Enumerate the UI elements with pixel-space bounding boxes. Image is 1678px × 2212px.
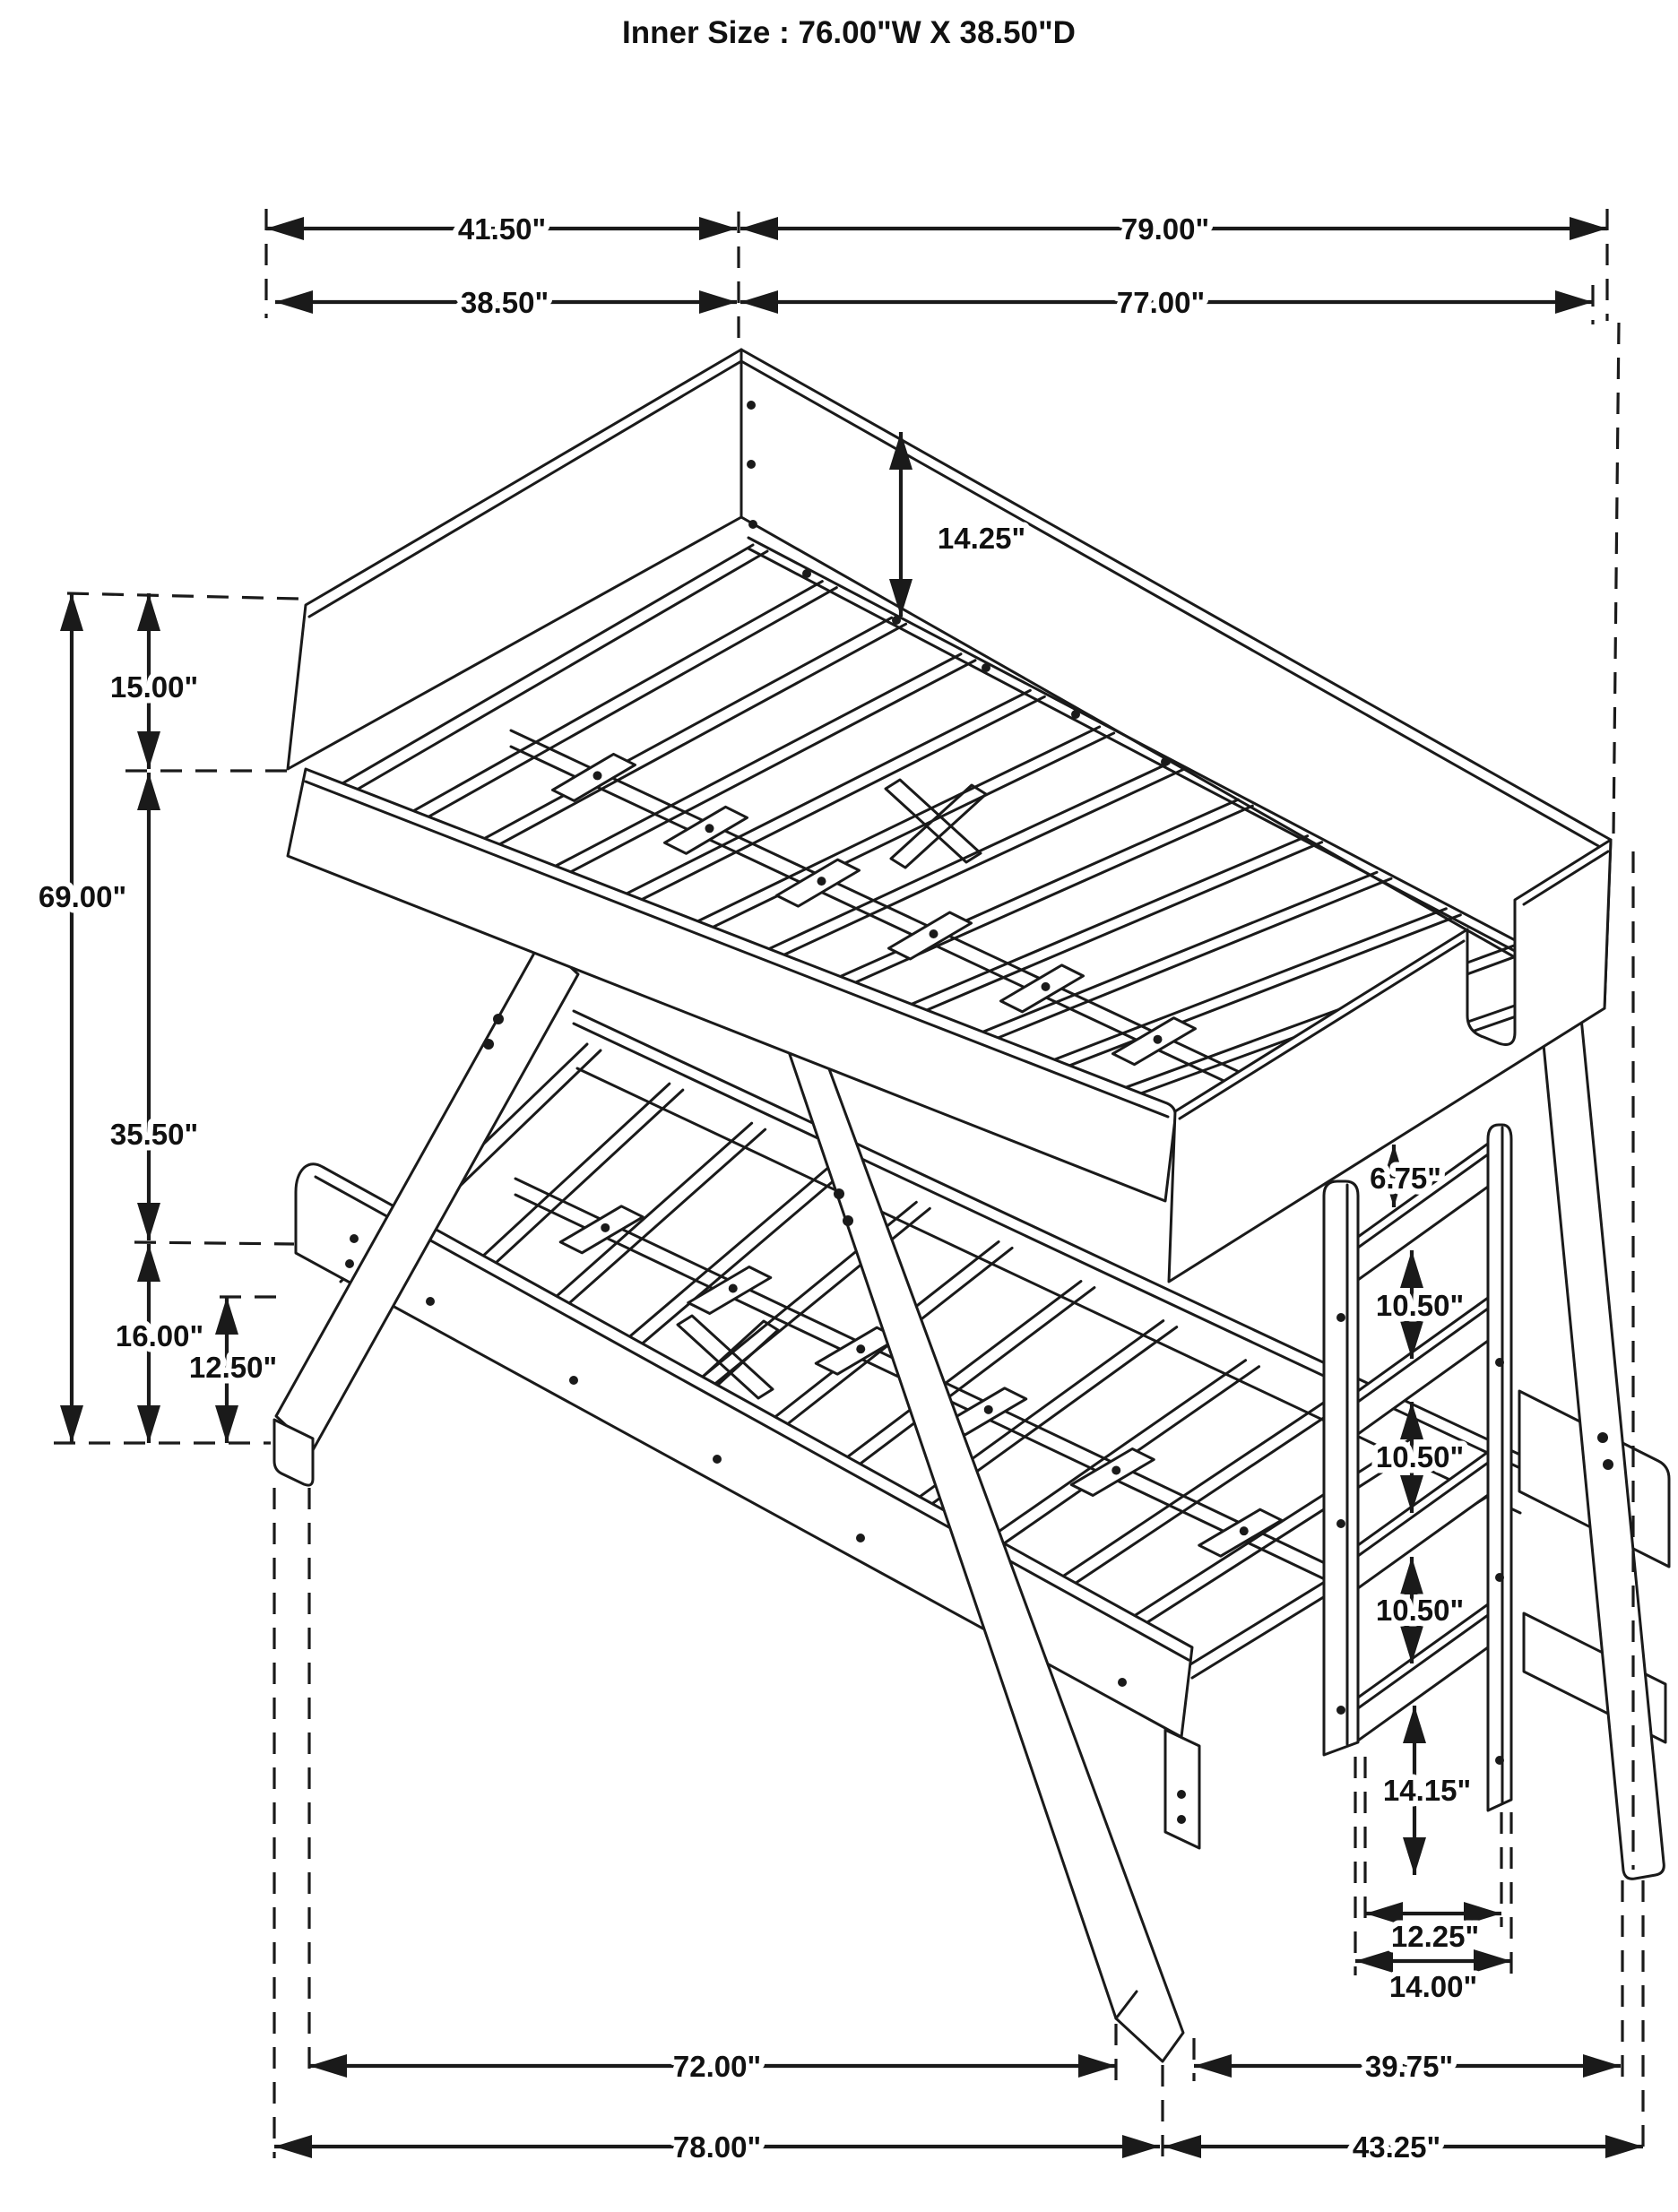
- upper-bunk: [286, 348, 1613, 1283]
- dim-label-floor-78: 78.00": [673, 2130, 761, 2164]
- dim-label-overall-height: 69.00": [39, 880, 126, 913]
- upper-left-panel: [286, 348, 743, 771]
- left-leg-foot: [272, 1418, 315, 1487]
- dim-label-ladder-outer-width: 14.00": [1389, 1970, 1477, 2003]
- dim-label-floor-4325: 43.25": [1353, 2130, 1440, 2164]
- dim-label-ladder-bottom-gap: 14.15": [1383, 1774, 1471, 1807]
- dim-label-floor-72: 72.00": [673, 2050, 761, 2083]
- lower-front-rail: [294, 1162, 1194, 1739]
- dim-label-outer-depth: 41.50": [458, 212, 546, 246]
- dim-label-floor-3975: 39.75": [1365, 2050, 1453, 2083]
- dim-label-upper-rail-height: 15.00": [110, 670, 198, 704]
- labels: Inner Size : 76.00"W X 38.50"D 41.50" 79…: [32, 15, 1484, 2170]
- dim-label-lower-bunk-height: 16.00": [116, 1319, 203, 1352]
- dim-label-ladder-step-3: 10.50": [1376, 1594, 1464, 1627]
- dimension-lines: [60, 217, 1643, 2158]
- ladder-left-stile: [1322, 1179, 1360, 1757]
- upper-right-panel: [1167, 838, 1613, 1283]
- upper-back-panel: [740, 348, 1613, 1010]
- dim-label-inner-depth: 38.50": [461, 286, 549, 319]
- dim-label-ladder-step-2: 10.50": [1376, 1440, 1464, 1473]
- dim-label-outer-width: 79.00": [1121, 212, 1209, 246]
- lower-bunk: [294, 1009, 1671, 1850]
- extension-lines: [54, 209, 1645, 2160]
- dim-label-ladder-top-gap: 6.75": [1370, 1162, 1441, 1195]
- bed-drawing: [272, 348, 1671, 2063]
- dim-label-lower-clearance: 12.50": [189, 1351, 277, 1384]
- dim-label-bunk-spacing: 35.50": [110, 1118, 198, 1151]
- right-leg: [1533, 943, 1665, 1880]
- dim-label-ladder-inner-width: 12.25": [1391, 1920, 1479, 1953]
- dim-label-upper-guard-inner: 14.25": [938, 522, 1025, 555]
- ladder-right-stile: [1486, 1123, 1513, 1812]
- dim-label-ladder-step-1: 10.50": [1376, 1289, 1464, 1322]
- page-title: Inner Size : 76.00"W X 38.50"D: [622, 15, 1076, 50]
- dim-label-inner-width: 77.00": [1117, 286, 1205, 319]
- ladder: [1322, 1123, 1513, 1812]
